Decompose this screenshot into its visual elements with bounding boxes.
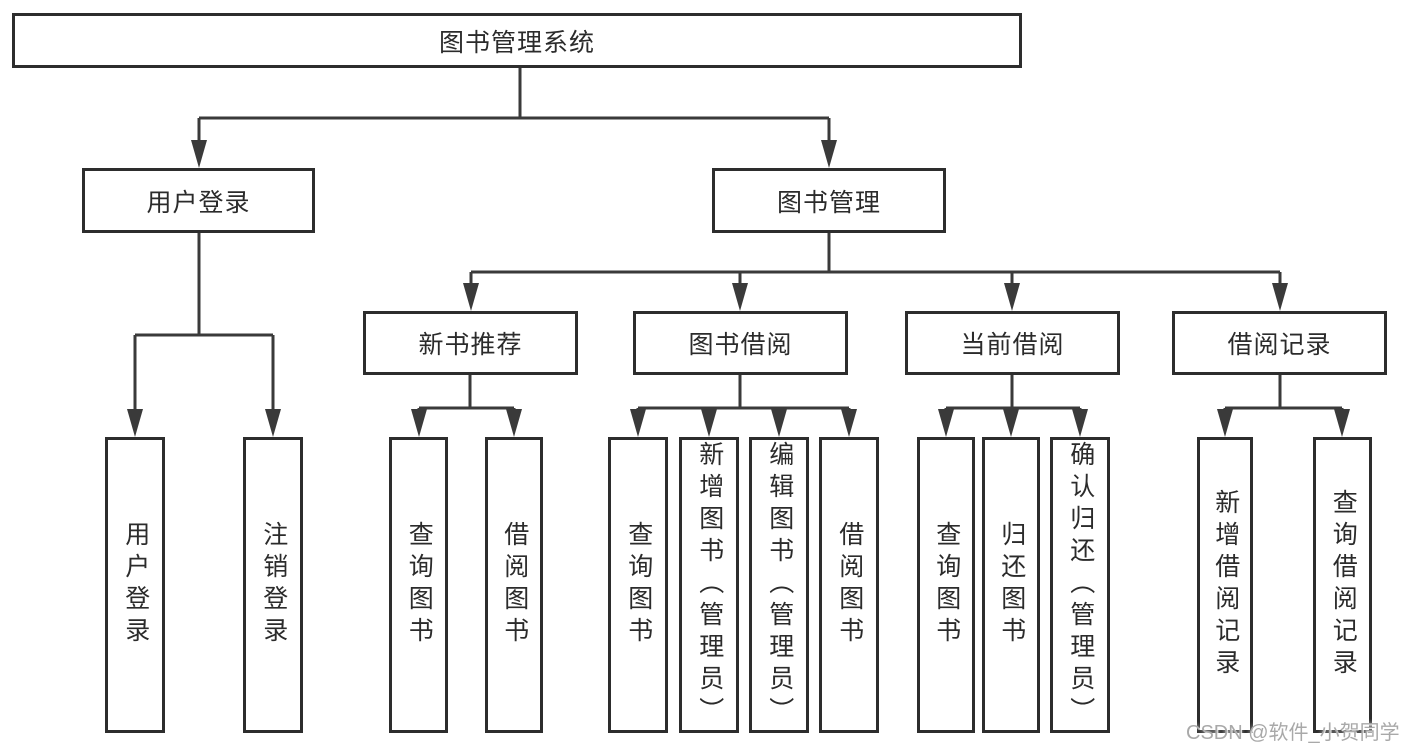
leaf-confirm-return-admin: 确认归还（管理员） <box>1050 437 1110 733</box>
leaf-logout: 注销登录 <box>243 437 303 733</box>
leaf-borrow-books-recommend: 借阅图书 <box>485 437 543 733</box>
node-new-book-recommend: 新书推荐 <box>363 311 578 375</box>
leaf-user-login: 用户登录 <box>105 437 165 733</box>
node-borrowing-records: 借阅记录 <box>1172 311 1387 375</box>
csdn-watermark: CSDN @软件_小贺同学 <box>1186 722 1400 744</box>
leaf-borrow-books-borrowing: 借阅图书 <box>819 437 879 733</box>
leaf-add-books-admin: 新增图书（管理员） <box>679 437 739 733</box>
leaf-query-books-current: 查询图书 <box>917 437 975 733</box>
leaf-query-borrow-record: 查询借阅记录 <box>1313 437 1372 733</box>
leaf-query-books-borrowing: 查询图书 <box>608 437 668 733</box>
leaf-add-borrow-record: 新增借阅记录 <box>1197 437 1253 733</box>
node-root: 图书管理系统 <box>12 13 1022 68</box>
node-current-borrowing: 当前借阅 <box>905 311 1120 375</box>
leaf-query-books-recommend: 查询图书 <box>389 437 448 733</box>
node-book-borrowing: 图书借阅 <box>633 311 848 375</box>
connector-lines <box>133 68 1344 411</box>
arrowheads <box>127 140 1350 437</box>
node-user-login: 用户登录 <box>82 168 315 233</box>
leaf-return-books: 归还图书 <box>982 437 1040 733</box>
node-book-management: 图书管理 <box>712 168 946 233</box>
leaf-edit-books-admin: 编辑图书（管理员） <box>749 437 809 733</box>
